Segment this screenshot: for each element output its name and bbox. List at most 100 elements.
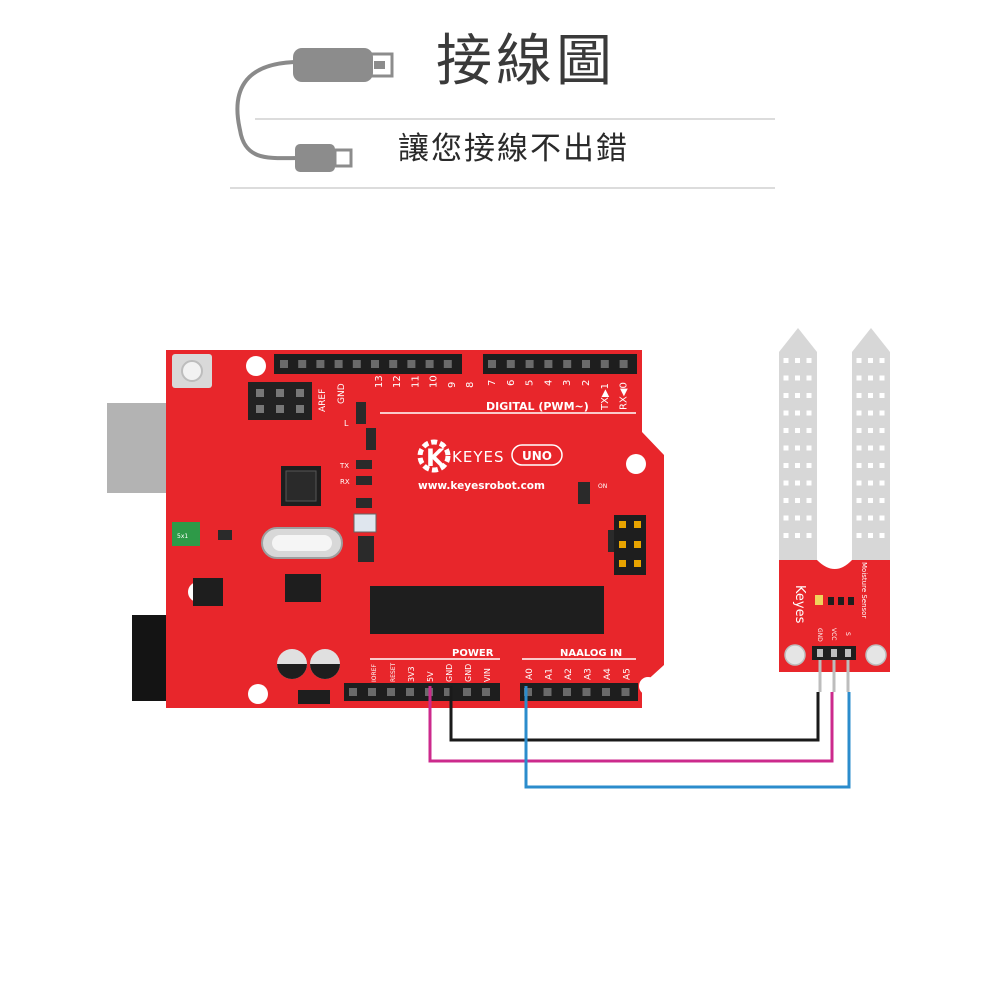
mount-hole xyxy=(639,677,657,695)
header-pin xyxy=(387,688,395,696)
probe-dot xyxy=(868,463,873,468)
model-text: UNO xyxy=(522,449,552,463)
digital-pin-label: 11 xyxy=(410,375,421,388)
analog-pin-label: A5 xyxy=(623,668,633,680)
sensor-name: Moisture Sensor xyxy=(860,562,868,618)
digital-pin-label: 4 xyxy=(543,380,554,386)
probe-dot xyxy=(806,358,812,363)
reset-button xyxy=(172,354,212,388)
page-title: 接線圖 xyxy=(436,29,616,94)
keyes-logo: K KEYES UNO www.keyesrobot.com xyxy=(417,439,563,492)
header-pin xyxy=(406,688,414,696)
digital-pin-label: RX◀0 xyxy=(619,382,630,410)
digital-label: DIGITAL (PWM~) xyxy=(486,400,589,413)
probe-dot xyxy=(868,480,873,486)
probe-dot xyxy=(879,498,885,503)
header-pin xyxy=(563,688,571,696)
probe-dot xyxy=(795,515,800,521)
header-pin xyxy=(349,688,357,696)
gnd-header-label: GND xyxy=(337,383,347,404)
probe-dot xyxy=(856,393,862,398)
header-pin xyxy=(316,360,325,368)
sensor-hole-right xyxy=(865,644,887,666)
mount-hole xyxy=(626,454,646,474)
power-pin-label: GND xyxy=(464,664,473,682)
wires xyxy=(428,686,851,789)
digital-pin-label: 6 xyxy=(506,380,517,386)
probe-dot xyxy=(795,393,800,398)
probe-dot xyxy=(806,445,812,451)
header-pin xyxy=(334,360,343,368)
digital-pin-label: 13 xyxy=(374,375,385,388)
sensor-pin xyxy=(831,649,837,657)
wire-gnd xyxy=(449,686,820,742)
header-pin xyxy=(600,360,609,368)
digital-header-left xyxy=(274,354,462,374)
capacitor-1 xyxy=(277,649,307,679)
analog-pin-label: A3 xyxy=(584,668,594,680)
probe-dot xyxy=(806,515,812,521)
header-pin xyxy=(298,360,307,368)
probe-dot xyxy=(783,428,789,433)
header-pin xyxy=(425,360,434,368)
header-pin xyxy=(506,360,515,368)
probe-dot xyxy=(856,410,862,416)
probe-dot xyxy=(856,498,862,503)
sensor-pin xyxy=(845,649,851,657)
mount-hole xyxy=(246,356,266,376)
analog-pin-label: A2 xyxy=(564,668,574,680)
probe-dot xyxy=(806,533,812,538)
probe-dot xyxy=(795,375,800,381)
header-pin xyxy=(444,688,452,696)
capacitor-2 xyxy=(310,649,340,679)
wire-a0 xyxy=(524,686,851,789)
digital-pin-label: 7 xyxy=(487,380,498,386)
sensor-hole-left xyxy=(784,644,806,666)
probe-dot xyxy=(806,463,812,468)
usb-cable-icon xyxy=(235,48,394,172)
svg-text:5x1: 5x1 xyxy=(177,533,188,540)
icsp-header-right xyxy=(614,515,646,575)
probe-dot xyxy=(879,393,885,398)
power-pin-label: 5V xyxy=(426,671,435,682)
probe-dot xyxy=(868,375,873,381)
header-pin xyxy=(463,688,471,696)
probe-dot xyxy=(868,515,873,521)
analog-label: NAALOG IN xyxy=(560,648,622,659)
digital-pin-label: 12 xyxy=(392,375,403,388)
probe-dot xyxy=(783,533,789,538)
main-microcontroller xyxy=(370,586,604,634)
probe-dot xyxy=(783,358,789,363)
power-pin-label: 3V3 xyxy=(407,666,416,682)
led-label-on: ON xyxy=(598,483,607,490)
probe-dot xyxy=(795,428,800,433)
probe-dot xyxy=(868,445,873,451)
header-pin xyxy=(582,360,590,368)
brand-text: KEYES xyxy=(452,448,504,466)
sensor-resistor xyxy=(838,597,844,605)
probe-dot xyxy=(783,410,789,416)
header-pin xyxy=(352,360,361,368)
sensor-brand: Keyes xyxy=(792,585,807,624)
probe-dot xyxy=(783,375,789,381)
page-subtitle: 讓您接線不出錯 xyxy=(398,131,629,167)
header-pin xyxy=(621,688,630,696)
header-pin xyxy=(543,688,552,696)
header-pin xyxy=(280,360,288,368)
mount-hole xyxy=(248,684,268,704)
probe-dot xyxy=(856,515,862,521)
ic-small xyxy=(285,574,321,602)
power-header xyxy=(344,683,500,701)
probe-dot xyxy=(795,533,800,538)
moisture-sensor: Keyes Moisture Sensor GND VCC S xyxy=(779,328,890,692)
website-text: www.keyesrobot.com xyxy=(418,480,545,492)
probe-dot xyxy=(879,410,885,416)
probe-dot xyxy=(879,375,885,381)
probe-dot xyxy=(879,358,885,363)
probe-dot xyxy=(783,393,789,398)
